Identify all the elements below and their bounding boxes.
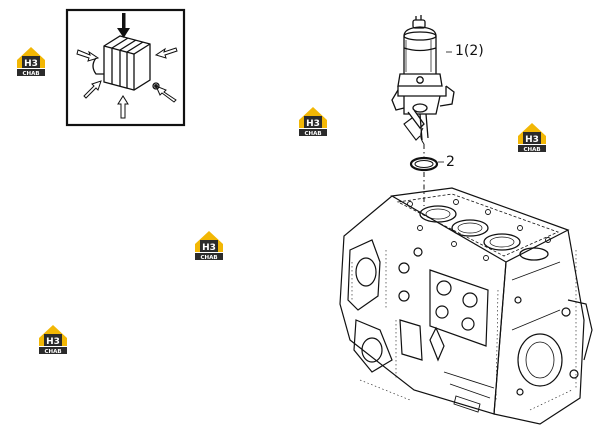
callout-part-2: 2 [446, 154, 455, 170]
logo-text-top: H3 [306, 119, 320, 129]
inset-solenoid-block [92, 35, 160, 91]
cylinder-bores [419, 205, 549, 261]
inset-arrow-down-bold [117, 13, 130, 38]
deck-holes [407, 199, 551, 261]
stop-solenoid [391, 15, 455, 145]
callout-part-1: 1(2) [455, 43, 484, 59]
logo-text-bottom: CHAB [304, 131, 321, 137]
casting-texture [351, 250, 577, 411]
logo-door [22, 56, 40, 68]
inset-arrows-hollow [76, 47, 178, 119]
logo-band [518, 145, 546, 152]
engine-cylinder-block [339, 187, 593, 425]
logo-text-bottom: CHAB [22, 71, 39, 77]
logo-band [195, 253, 223, 260]
logo-text-top: H3 [202, 243, 216, 253]
logo-text-top: H3 [46, 337, 60, 347]
logo-text-bottom: CHAB [44, 349, 61, 355]
logo-text-top: H3 [24, 59, 38, 69]
logo-text-bottom: CHAB [523, 147, 540, 153]
logo-band [299, 129, 327, 136]
o-ring [409, 156, 439, 172]
logo-text-top: H3 [525, 135, 539, 145]
logo-band [17, 69, 45, 76]
inset-detail-view [65, 8, 186, 127]
logo-door [523, 132, 541, 144]
logo-door [304, 116, 322, 128]
logo-door [44, 334, 62, 346]
logo-band [39, 347, 67, 354]
logo-door [200, 240, 218, 252]
logo-text-bottom: CHAB [200, 255, 217, 261]
